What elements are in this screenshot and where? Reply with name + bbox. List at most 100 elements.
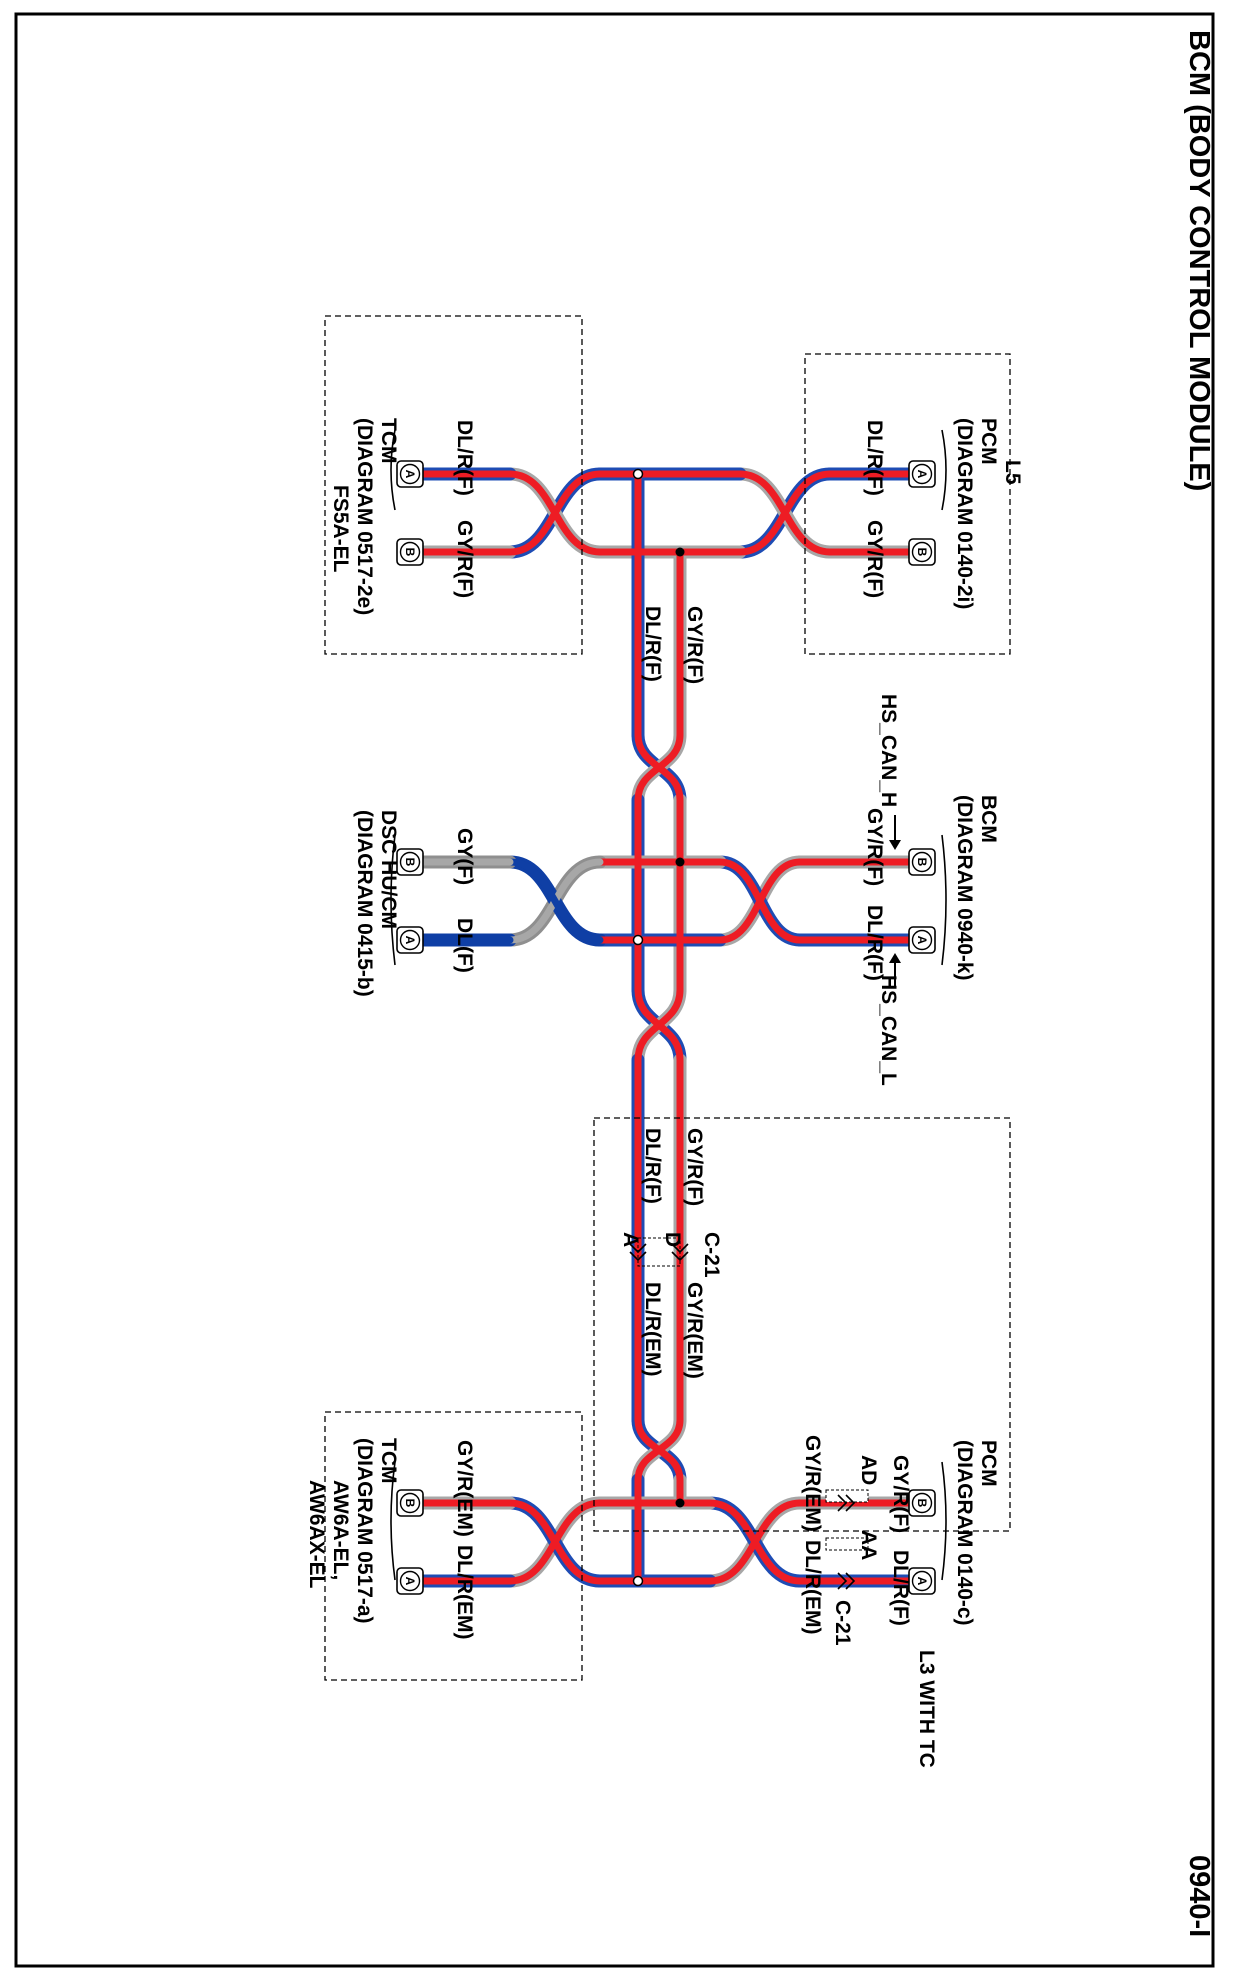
dsc-twist-2-core (506, 858, 604, 944)
wire-core-layer (420, 470, 912, 1585)
trunk-top-wire-gy: GY/R(F) (683, 606, 706, 684)
pcm-l5-name: PCM (977, 418, 1000, 465)
tcm-aw6a-bracket (390, 1461, 396, 1581)
hs-can-l-arrow-icon (889, 953, 901, 988)
pcm-l3-variant: L3 WITH TC (915, 1650, 938, 1768)
trunk-twist-1b-core (634, 731, 684, 804)
svg-text:A: A (915, 936, 929, 945)
pcm-l3-twist-2-core (706, 1499, 804, 1585)
pcm-l3-name: PCM (977, 1440, 1000, 1487)
pcm-l3-term-aa: AA (857, 1530, 880, 1560)
bcm-wire-a: DL/R(F) (863, 905, 886, 981)
pcm-l5-wire-a: DL/R(F) (863, 420, 886, 496)
tcm-fs5a-twist-2-core (506, 470, 604, 556)
svg-text:B: B (915, 858, 929, 867)
pcm-l3-wire-a-f: DL/R(F) (889, 1550, 912, 1626)
pcm-l3-wire-b-f: GY/R(F) (889, 1455, 912, 1533)
svg-text:A: A (403, 470, 417, 479)
bcm-pin-a: A (908, 926, 936, 954)
svg-text:B: B (403, 548, 417, 557)
trunk-c21-label: C-21 (700, 1232, 723, 1278)
bcm-bracket (941, 834, 947, 966)
tcm-aw6a-wire-b: GY/R(EM) (453, 1440, 476, 1537)
bcm-wire-b: GY/R(F) (863, 808, 886, 886)
pcm-l5-bracket (941, 429, 947, 511)
trunk-term-a: A (619, 1232, 642, 1247)
tcm-aw6a-box (324, 1411, 583, 1681)
bcm-twist-2-core (716, 858, 804, 944)
tcm-aw6a-name: TCM (377, 1438, 400, 1484)
dsc-wire-b: GY(F) (453, 828, 476, 885)
trunk-bottom-wire-dl-em: DL/R(EM) (641, 1282, 664, 1376)
pcm-l3-wire-a-em: DL/R(EM) (801, 1540, 824, 1634)
tcm-fs5a-pin-b: B (396, 538, 424, 566)
splice-dl-top (632, 468, 644, 480)
tcm-aw6a-model-1: AW6A-EL, (329, 1480, 352, 1580)
svg-text:A: A (403, 936, 417, 945)
svg-text:A: A (915, 1577, 929, 1586)
l3-with-tc-box (593, 1117, 1011, 1532)
pcm-l3-pin-a: A (908, 1567, 936, 1595)
trunk-term-d: D (661, 1232, 684, 1247)
tcm-aw6a-twist-2-core (506, 1499, 604, 1585)
pcm-l3-diagram: (DIAGRAM 0140-c) (953, 1440, 976, 1626)
tcm-aw6a-model-2: AW6AX-EL (305, 1480, 328, 1589)
splice-gy-bcm (675, 857, 685, 867)
tcm-fs5a-wire-a: DL/R(F) (453, 420, 476, 496)
splice-dl-bcm (632, 934, 644, 946)
pcm-l5-twist-2-core (736, 470, 834, 556)
tcm-aw6a-pin-b: B (396, 1489, 424, 1517)
trunk-top-wire-dl: DL/R(F) (641, 606, 664, 682)
tcm-aw6a-pin-a: A (396, 1567, 424, 1595)
pcm-l3-c21-label: C-21 (831, 1600, 854, 1646)
pcm-l3-bracket (941, 1461, 947, 1581)
pcm-l5-pin-a: A (908, 460, 936, 488)
bcm-signal-h: HS_CAN_H (877, 694, 900, 807)
dsc-name: DSC HU/CM (377, 810, 400, 929)
svg-text:B: B (915, 1499, 929, 1508)
splice-dl-bottom (632, 1575, 644, 1587)
bcm-name: BCM (977, 795, 1000, 843)
dsc-bracket (390, 834, 396, 966)
pcm-l5-diagram: (DIAGRAM 0140-2i) (953, 418, 976, 609)
page-title: BCM (BODY CONTROL MODULE) (1183, 30, 1215, 491)
tcm-fs5a-diagram: (DIAGRAM 0517-2e) (353, 418, 376, 615)
pcm-l3-pin-b: B (908, 1489, 936, 1517)
tcm-aw6a-diagram: (DIAGRAM 0517-a) (353, 1438, 376, 1624)
page-frame (14, 12, 1215, 1968)
tcm-fs5a-box (324, 315, 583, 655)
c21-trunk-connector (629, 1237, 689, 1267)
trunk-bottom-wire-dl-f: DL/R(F) (641, 1128, 664, 1204)
hs-can-h-arrow-icon (889, 815, 901, 850)
bcm-pin-b: B (908, 848, 936, 876)
trunk-twist-3b-core (634, 1416, 684, 1484)
trunk-twist-2b-core (634, 986, 684, 1064)
svg-text:B: B (915, 548, 929, 557)
dsc-wire-a: DL(F) (453, 918, 476, 973)
svg-text:A: A (915, 470, 929, 479)
pcm-l5-wire-b: GY/R(F) (863, 520, 886, 598)
trunk-bottom-wire-gy-f: GY/R(F) (683, 1128, 706, 1206)
svg-text:B: B (403, 858, 417, 867)
trunk-bottom-wire-gy-em: GY/R(EM) (683, 1282, 706, 1379)
splice-gy-top (675, 547, 685, 557)
svg-text:A: A (403, 1577, 417, 1586)
tcm-fs5a-wire-b: GY/R(F) (453, 520, 476, 598)
pcm-l5-variant: L5 (1001, 460, 1024, 485)
tcm-fs5a-pin-a: A (396, 460, 424, 488)
splice-gy-bottom (675, 1498, 685, 1508)
tcm-fs5a-name: TCM (377, 418, 400, 464)
svg-text:B: B (403, 1499, 417, 1508)
dsc-pin-a: A (396, 926, 424, 954)
page-code: 0940-I (1183, 1855, 1215, 1937)
pcm-l3-term-ad: AD (857, 1455, 880, 1485)
bcm-signal-l: HS_CAN_L (877, 975, 900, 1086)
c21-pcm-connector (825, 1489, 869, 1590)
dsc-pin-b: B (396, 848, 424, 876)
tcm-fs5a-bracket (390, 429, 396, 511)
pcm-l3-wire-b-em: GY/R(EM) (801, 1435, 824, 1532)
dsc-diagram: (DIAGRAM 0415-b) (353, 810, 376, 997)
pcm-l5-box (804, 353, 1011, 655)
